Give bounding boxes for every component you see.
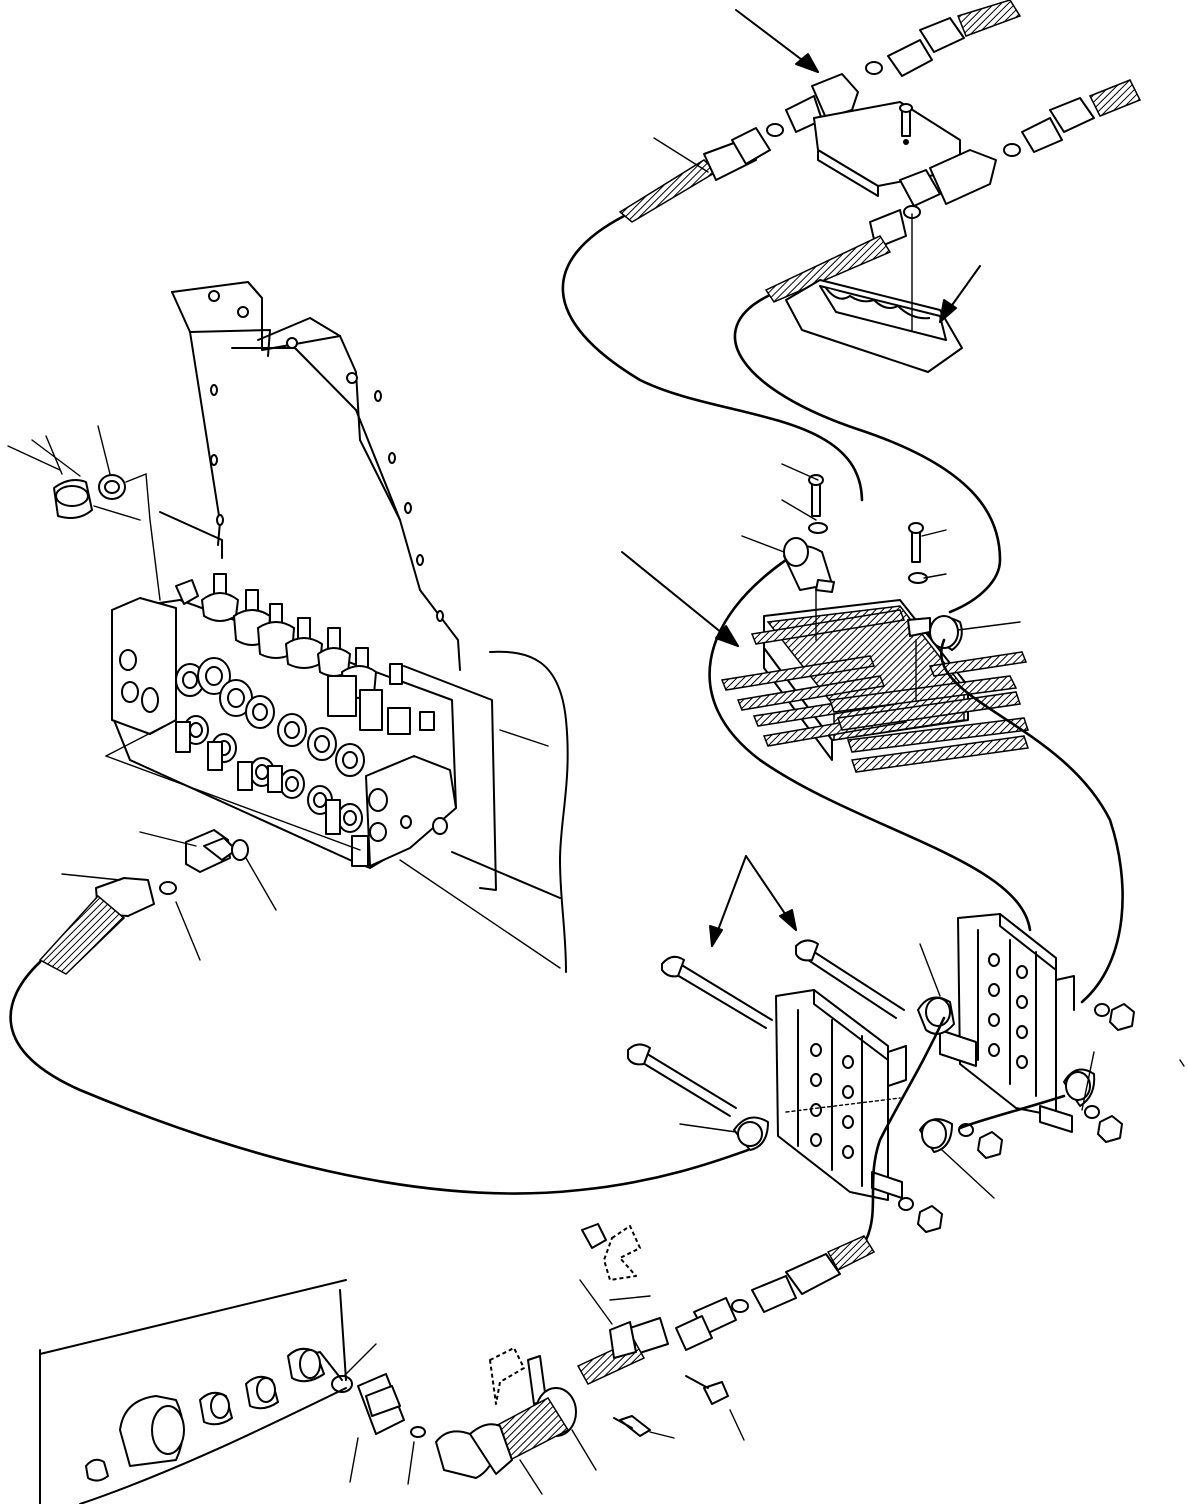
mounting-bracket [159, 281, 569, 973]
lower-clamp-brackets [627, 855, 1135, 1242]
bottom-elbow-assembly [331, 1343, 675, 1495]
plug-cap [53, 472, 161, 601]
center-clamp-block [621, 463, 1124, 1004]
bottom-hose-end [576, 1223, 876, 1441]
top-manifold [561, 0, 1142, 614]
tank-panel [39, 1279, 347, 1504]
control-valve-block [105, 573, 457, 869]
left-hose-assembly [7, 425, 750, 1195]
